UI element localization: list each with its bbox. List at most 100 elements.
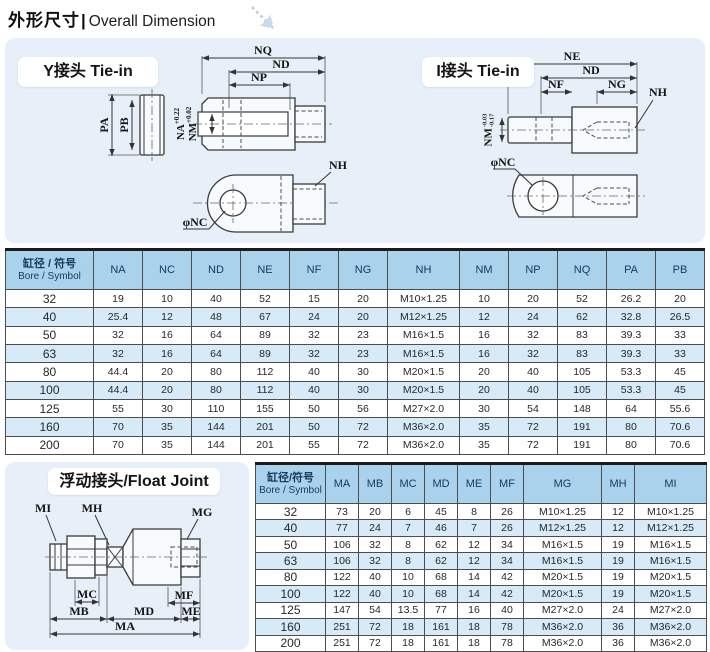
bore-cell: 125 xyxy=(255,601,326,620)
dim-cell: 53.3 xyxy=(606,362,656,382)
dim-cell: 19 xyxy=(601,568,635,587)
dim-label-md: MD xyxy=(134,604,154,618)
bore-cell: 50 xyxy=(255,535,326,554)
dim-cell: 39.3 xyxy=(606,343,656,364)
dim-cell: M16×1.5 xyxy=(387,343,460,364)
dim-cell: 7 xyxy=(391,519,425,537)
diagonal-arrow-icon xyxy=(251,6,274,29)
dim-cell: 89 xyxy=(240,325,290,345)
dim-label-nd: ND xyxy=(272,57,290,71)
col-header-nh: NH xyxy=(387,249,460,290)
dim-cell: 19 xyxy=(93,288,143,309)
dim-cell: 32 xyxy=(358,552,392,570)
dim-cell: M20×1.5 xyxy=(387,362,460,382)
dim-cell: 32 xyxy=(508,325,558,345)
dim-cell: 46 xyxy=(424,519,458,537)
dim-cell: 80 xyxy=(606,435,656,456)
dim-cell: 67 xyxy=(240,307,290,327)
dim-cell: 78 xyxy=(490,618,524,636)
bore-cell: 32 xyxy=(5,288,94,309)
dim-cell: 52 xyxy=(557,288,607,309)
dim-cell: 72 xyxy=(338,435,388,456)
dim-cell: 40 xyxy=(289,362,339,382)
dim-cell: 23 xyxy=(338,325,388,345)
dim-cell: 23 xyxy=(338,343,388,364)
col-header-ma: MA xyxy=(325,463,359,504)
dim-cell: 64 xyxy=(606,398,656,419)
bore-cell: 160 xyxy=(5,417,94,437)
bore-cell: 40 xyxy=(5,307,94,327)
bore-cell: 50 xyxy=(5,325,94,345)
dim-cell: 30 xyxy=(142,398,192,419)
dim-cell: M16×1.5 xyxy=(523,535,602,554)
dim-cell: 20 xyxy=(459,362,509,382)
dim-cell: 10 xyxy=(391,568,425,587)
dim-cell: 12 xyxy=(601,502,635,521)
dim-label-mb: MB xyxy=(69,604,88,618)
i-tie-in-top-view: NE ND NF NG NH xyxy=(499,49,668,154)
bore-cell: 200 xyxy=(255,634,326,652)
float-joint-section-label: 浮动接头/Float Joint xyxy=(48,468,220,495)
dim-cell: 80 xyxy=(191,362,241,382)
dim-cell: 26 xyxy=(490,519,524,537)
col-header-mf: MF xyxy=(490,463,524,504)
dim-cell: 36 xyxy=(601,618,635,636)
dim-cell: 24 xyxy=(289,307,339,327)
dim-label-i-nh: NH xyxy=(649,85,668,99)
dim-cell: 72 xyxy=(508,417,558,437)
dim-cell: 55 xyxy=(289,435,339,456)
col-header-mi: MI xyxy=(634,463,707,504)
dim-cell: 26 xyxy=(490,502,524,521)
bore-cell: 200 xyxy=(5,435,94,456)
dim-cell: M20×1.5 xyxy=(523,585,602,603)
dim-cell: M36×2.0 xyxy=(523,634,602,652)
dim-cell: 62 xyxy=(424,535,458,554)
dim-cell: 45 xyxy=(655,362,705,382)
dim-cell: 83 xyxy=(557,343,607,364)
dim-cell: 70 xyxy=(93,435,143,456)
dim-cell: 105 xyxy=(557,362,607,382)
dim-label-np: NP xyxy=(251,70,267,84)
dim-label-nf: NF xyxy=(548,77,564,91)
dim-cell: 36 xyxy=(601,634,635,652)
dim-cell: 35 xyxy=(142,435,192,456)
dim-cell: 32.8 xyxy=(606,307,656,327)
dim-cell: 44.4 xyxy=(93,380,143,400)
dim-cell: 18 xyxy=(391,618,425,636)
col-header-mg: MG xyxy=(523,463,602,504)
bore-cell: 63 xyxy=(255,552,326,570)
dim-cell: 55 xyxy=(93,398,143,419)
dim-cell: 54 xyxy=(358,601,392,620)
dim-cell: 18 xyxy=(457,618,491,636)
dim-cell: 20 xyxy=(142,362,192,382)
dim-cell: 16 xyxy=(142,343,192,364)
dim-label-y-nc: φNC xyxy=(183,215,208,229)
dim-cell: M36×2.0 xyxy=(387,417,460,437)
dim-cell: 161 xyxy=(424,634,458,652)
i-tie-in-bottom-view: φNC xyxy=(491,155,645,218)
dim-cell: 8 xyxy=(457,502,491,521)
dim-cell: 53.3 xyxy=(606,380,656,400)
dim-cell: 89 xyxy=(240,343,290,364)
dim-label-mg: MG xyxy=(192,505,213,519)
dim-cell: 20 xyxy=(338,307,388,327)
dim-cell: 251 xyxy=(325,618,359,636)
dim-cell: 122 xyxy=(325,568,359,587)
col-header-ng: NG xyxy=(338,249,388,290)
dim-cell: M20×1.5 xyxy=(634,568,707,587)
dim-cell: 48 xyxy=(191,307,241,327)
dim-cell: 33 xyxy=(655,343,705,364)
dim-cell: 55.6 xyxy=(655,398,705,419)
dim-label-y-nh: NH xyxy=(329,158,348,172)
dim-cell: 19 xyxy=(601,585,635,603)
dim-cell: 50 xyxy=(289,417,339,437)
